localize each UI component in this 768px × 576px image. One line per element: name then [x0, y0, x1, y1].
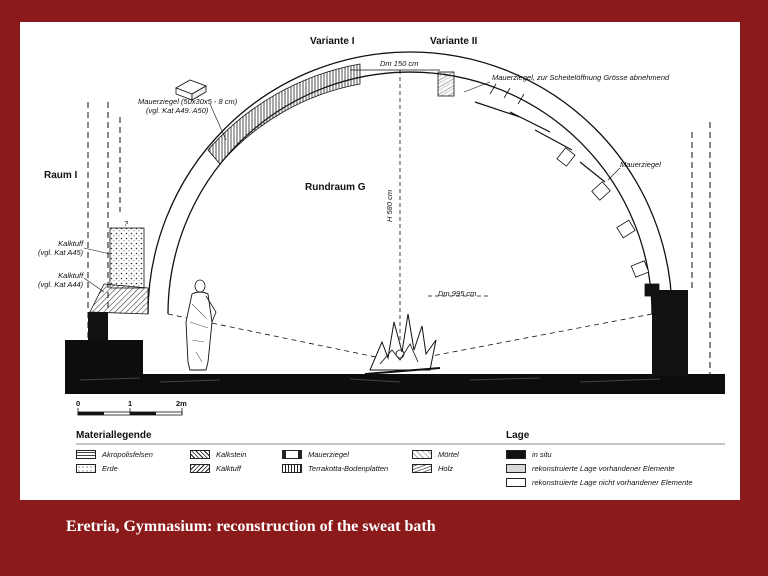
- room-label-center: Rundraum G: [305, 182, 366, 193]
- legend-rekon-nicht-vorhanden: rekonstruierte Lage nicht vorhandener El…: [532, 478, 693, 487]
- dim-height-label: H 580 cm: [385, 189, 394, 222]
- brick-band: [207, 63, 361, 165]
- label-kalktuff-a45-2: (vgl. Kat A45): [38, 247, 84, 257]
- label-mauerziegel-detail-1: Mauerziegel (50x30x5 - 8 cm): [138, 97, 238, 106]
- label-kalktuff-a44-2: (vgl. Kat A44): [38, 279, 84, 289]
- swatch-terrakotta: [282, 464, 302, 473]
- legend-in-situ: in situ: [532, 450, 552, 459]
- label-mauerziegel-right: Mauerziegel: [620, 160, 661, 169]
- swatch-akropolisfelsen: [76, 450, 96, 459]
- left-wall: [88, 312, 108, 342]
- statue-figure: [185, 279, 217, 371]
- scale-bar: [77, 408, 183, 416]
- title-variante-i: Variante I: [310, 36, 355, 47]
- label-mauerziegel-right-top: Mauerziegel, zur Scheitelöffnung Grösse …: [492, 73, 670, 82]
- legend-holz: Holz: [438, 464, 454, 473]
- brick-detail-icon: [175, 79, 207, 101]
- label-kalktuff-a44-1: Kalktuff: [58, 271, 84, 280]
- callout-a44: [83, 277, 105, 293]
- slide-caption: Eretria, Gymnasium: reconstruction of th…: [66, 518, 436, 535]
- legend-akropolisfelsen: Akropolisfelsen: [102, 450, 153, 459]
- right-wall: [652, 290, 688, 376]
- dim-top-label: Dm 150 cm: [380, 59, 419, 68]
- label-question: ?: [124, 219, 129, 228]
- floor-slab: [65, 374, 725, 394]
- legend-rekon-vorhanden: rekonstruierte Lage vorhandener Elemente: [532, 464, 675, 473]
- dim-floor-label: Dm 995 cm: [438, 289, 477, 298]
- label-kalktuff-a45: Kalktuff (vgl. Kat A45): [38, 239, 84, 257]
- callout-a45: [83, 247, 111, 255]
- title-variante-ii: Variante II: [430, 36, 478, 47]
- swatch-in-situ: [506, 450, 526, 459]
- dome-outer: [147, 51, 673, 315]
- swatch-rekon-vorhanden: [506, 464, 526, 473]
- label-kalktuff-a44: Kalktuff (vgl. Kat A44): [38, 271, 84, 289]
- swatch-kalkstein: [190, 450, 210, 459]
- left-base: [65, 340, 143, 376]
- scale-label-zero: 0: [76, 399, 81, 408]
- callout-mauer: [607, 167, 621, 181]
- legend-terrakotta: Terrakotta-Bodenplatten: [308, 464, 389, 473]
- swatch-moertel: [412, 450, 432, 459]
- scale-label-one: 1: [128, 399, 133, 408]
- variant-two-beams: [437, 71, 660, 297]
- section-drawing: [65, 51, 725, 445]
- scale-label-two: 2m: [176, 399, 187, 408]
- legend-mauerziegel: Mauerziegel: [308, 450, 349, 459]
- dome-inner: [167, 71, 653, 315]
- sight-line-right: [399, 313, 653, 363]
- swatch-holz: [412, 464, 432, 473]
- floor-texture: [79, 377, 661, 383]
- label-mauerziegel-detail-2: (vgl. Kat A49. A50): [146, 105, 209, 115]
- swatch-erde: [76, 464, 96, 473]
- swatch-kalktuff: [190, 464, 210, 473]
- fire-illustration: [364, 313, 441, 375]
- callout-mauer-right: [463, 81, 491, 93]
- callout-brick: [209, 103, 227, 141]
- room-label-left: Raum I: [44, 170, 78, 181]
- legend-erde: Erde: [102, 464, 118, 473]
- material-legend-title: Materiallegende: [76, 430, 152, 441]
- label-mauerziegel-detail: Mauerziegel (50x30x5 - 8 cm) (vgl. Kat A…: [138, 97, 238, 115]
- legend-moertel: Mörtel: [438, 450, 459, 459]
- legend-kalkstein: Kalkstein: [216, 450, 247, 459]
- label-kalktuff-a45-1: Kalktuff: [58, 239, 84, 248]
- kalktuff-a44: [89, 283, 149, 315]
- swatch-rekon-nicht-vorhanden: [506, 478, 526, 487]
- kalktuff-a45: [109, 227, 145, 289]
- lage-legend-title: Lage: [506, 430, 530, 441]
- swatch-mauerziegel: [282, 450, 302, 459]
- drawing-panel: Variante I Variante II Raum I Rundraum G…: [20, 22, 740, 500]
- legend-kalktuff: Kalktuff: [216, 464, 242, 473]
